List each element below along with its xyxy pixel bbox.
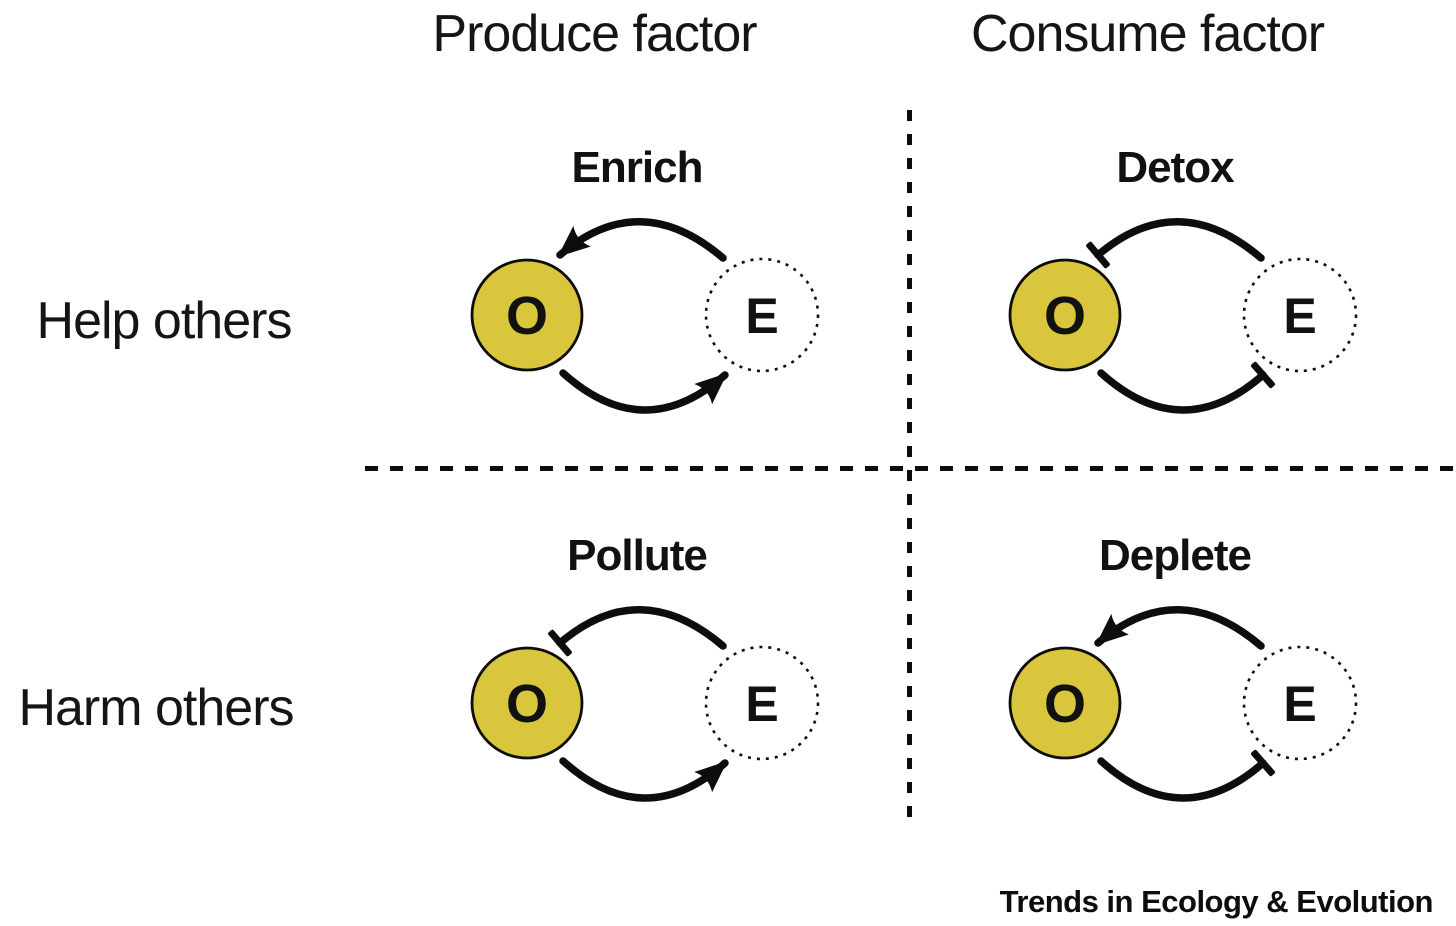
arrow-environment-to-organism: [1086, 218, 1265, 269]
organism-node: [1008, 646, 1122, 760]
environment-label: E: [745, 288, 778, 344]
arrow-organism-to-environment: [559, 757, 729, 802]
environment-node: [1242, 257, 1358, 373]
quadrant-title: Deplete: [1099, 531, 1251, 580]
organism-node: [1008, 258, 1122, 372]
organism-node: [470, 646, 584, 760]
environment-node: [704, 257, 820, 373]
arrow-environment-to-organism: [556, 218, 727, 262]
environment-node: [704, 645, 820, 761]
quadrant-title: Enrich: [572, 143, 703, 192]
arrow-organism-to-environment: [559, 369, 729, 414]
arrow-organism-to-environment: [1097, 749, 1276, 802]
quadrant-enrich: Enrich O E: [470, 143, 820, 414]
organism-label: O: [506, 674, 548, 734]
environment-node: [1242, 645, 1358, 761]
arrow-environment-to-organism: [1094, 606, 1265, 650]
column-header-produce-factor: Produce factor: [432, 5, 757, 63]
organism-label: O: [1044, 286, 1086, 346]
quadrant-pollute: Pollute O E: [470, 531, 820, 802]
divider-horizontal-dashed: [365, 466, 1456, 471]
quadrant-title: Detox: [1116, 143, 1235, 192]
quadrant-detox: Detox O E: [1008, 143, 1358, 414]
quadrant-deplete: Deplete O E: [1008, 531, 1358, 802]
journal-wordmark: Trends in Ecology & Evolution: [999, 884, 1434, 919]
organism-label: O: [506, 286, 548, 346]
environment-label: E: [1283, 676, 1316, 732]
row-label-help-others: Help others: [36, 292, 293, 350]
organism-node: [470, 258, 584, 372]
arrow-organism-to-environment: [1097, 361, 1276, 414]
arrow-environment-to-organism: [548, 606, 727, 657]
row-label-harm-others: Harm others: [18, 679, 294, 737]
quadrant-title: Pollute: [567, 531, 707, 580]
environment-label: E: [1283, 288, 1316, 344]
environment-label: E: [745, 676, 778, 732]
column-header-consume-factor: Consume factor: [970, 5, 1325, 63]
organism-label: O: [1044, 674, 1086, 734]
